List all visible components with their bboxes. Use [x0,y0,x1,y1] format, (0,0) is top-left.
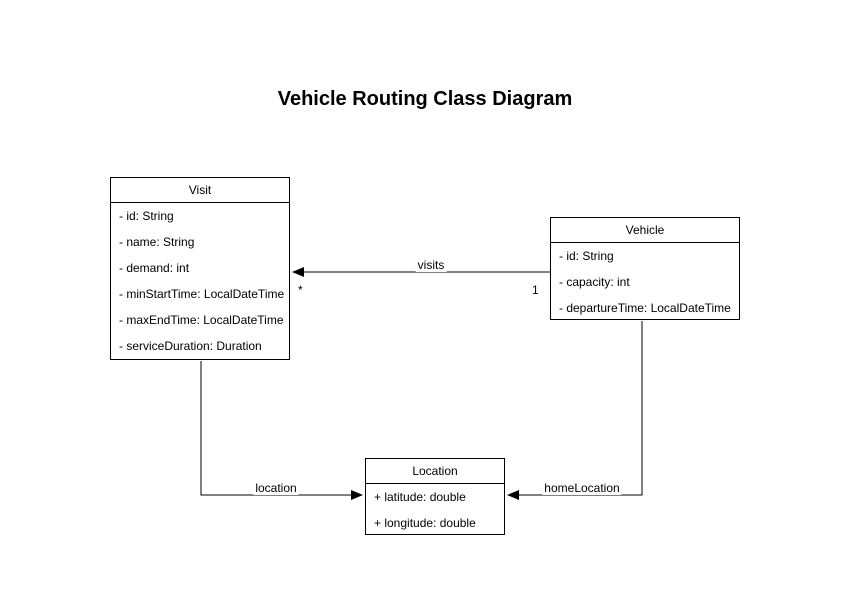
attribute-row: - capacity: int [559,275,630,289]
class-attributes-visit: - id: String - name: String - demand: in… [111,203,289,359]
edge-label-location: location [253,481,299,495]
class-name-location: Location [366,459,504,484]
class-box-visit[interactable]: Visit - id: String - name: String - dema… [110,177,290,360]
class-name-vehicle: Vehicle [551,218,739,243]
attribute-row: - id: String [559,249,614,263]
attribute-row: - maxEndTime: LocalDateTime [119,313,284,327]
attribute-row: - demand: int [119,261,190,275]
edge-label-homelocation: homeLocation [542,481,622,495]
multiplicity-visit-side: * [298,283,303,297]
class-name-visit: Visit [111,178,289,203]
class-attributes-vehicle: - id: String - capacity: int - departure… [551,243,739,321]
edge-label-visits: visits [415,258,447,272]
class-box-vehicle[interactable]: Vehicle - id: String - capacity: int - d… [550,217,740,320]
attribute-row: - name: String [119,235,195,249]
diagram-title: Vehicle Routing Class Diagram [277,88,573,110]
attribute-row: - minStartTime: LocalDateTime [119,287,285,301]
attribute-row: - serviceDuration: Duration [119,339,262,353]
class-attributes-location: + latitude: double + longitude: double [366,484,504,536]
edge-homelocation[interactable] [507,321,643,500]
attribute-row: - departureTime: LocalDateTime [559,301,731,315]
multiplicity-vehicle-side: 1 [532,283,539,297]
attribute-row: - id: String [119,209,174,223]
class-box-location[interactable]: Location + latitude: double + longitude:… [365,458,505,535]
edge-location[interactable] [200,361,363,500]
attribute-row: + longitude: double [374,516,476,530]
attribute-row: + latitude: double [374,490,466,504]
